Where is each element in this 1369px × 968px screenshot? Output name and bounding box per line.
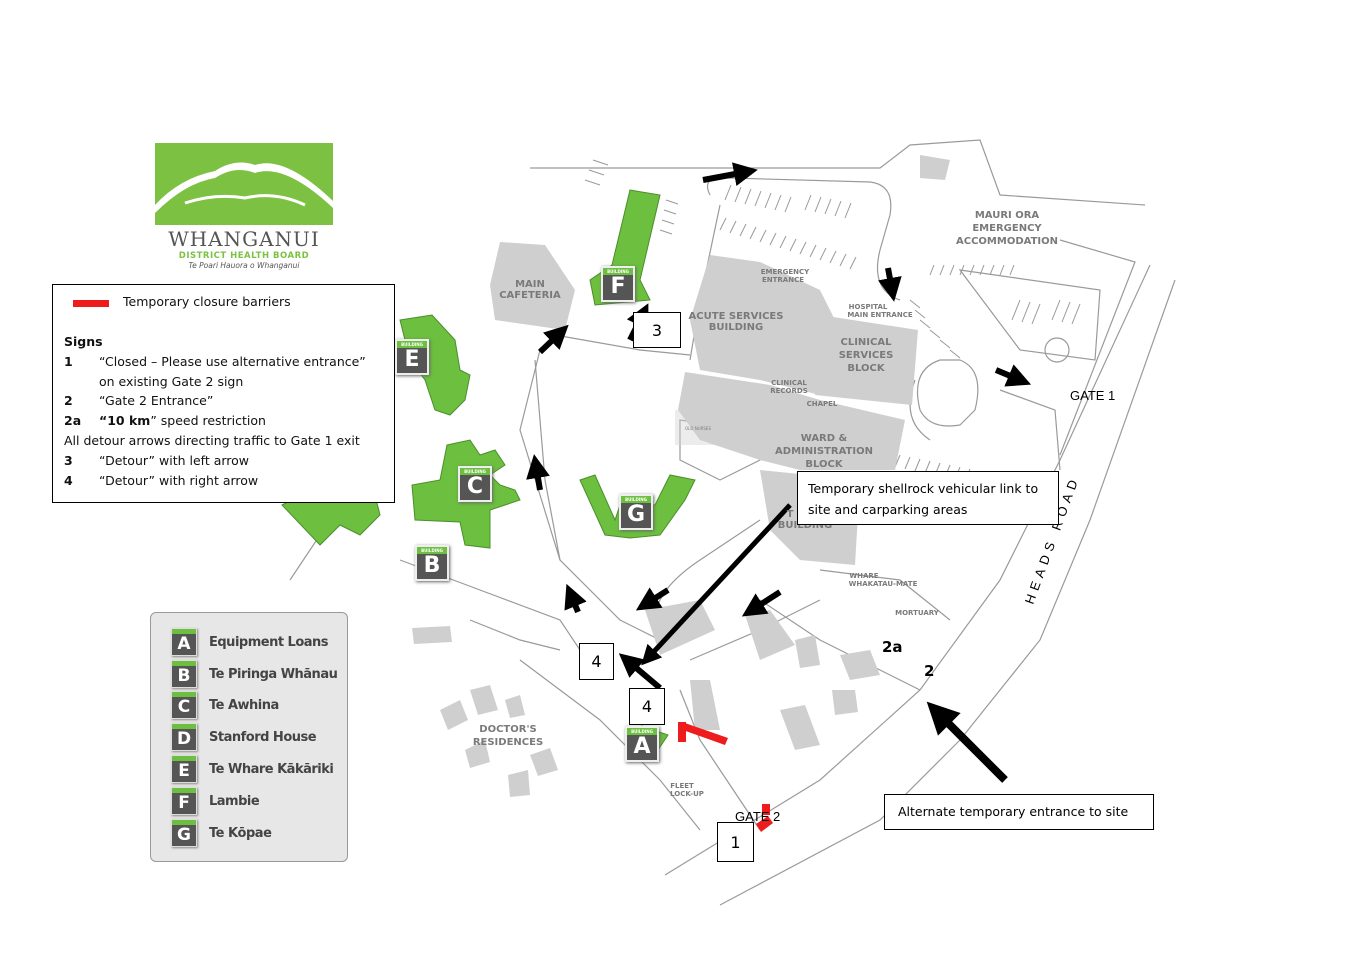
sign-box-4a: 4 — [579, 643, 614, 680]
svg-text:EMERGENCY: EMERGENCY — [972, 223, 1042, 234]
map-badge-c[interactable]: C — [458, 466, 492, 502]
svg-text:MAURI ORA: MAURI ORA — [975, 210, 1040, 221]
svg-text:FLEET: FLEET — [670, 782, 694, 790]
badge-icon: B — [171, 660, 197, 688]
svg-text:RESIDENCES: RESIDENCES — [473, 737, 543, 748]
detour-note: All detour arrows directing traffic to G… — [64, 433, 360, 448]
svg-text:BLOCK: BLOCK — [847, 363, 885, 374]
map-badge-g[interactable]: G — [619, 494, 653, 530]
svg-text:MAIN: MAIN — [515, 279, 545, 290]
svg-text:CAFETERIA: CAFETERIA — [499, 290, 561, 301]
logo-tagline: Te Poari Hauora o Whanganui — [188, 261, 300, 270]
arrow-cafeteria — [537, 324, 569, 355]
map-badge-f[interactable]: F — [601, 266, 635, 302]
arrow-main-entrance — [878, 267, 902, 302]
sign-3: 3“Detour” with left arrow — [64, 453, 250, 468]
svg-text:WHAKATAU-MATE: WHAKATAU-MATE — [849, 580, 918, 588]
barrier-label: Temporary closure barriers — [123, 294, 291, 309]
logo-name: WHANGANUI — [168, 227, 320, 251]
svg-text:HOSPITAL: HOSPITAL — [849, 303, 888, 311]
svg-text:ENTRANCE: ENTRANCE — [762, 276, 804, 284]
svg-text:T: T — [787, 509, 794, 520]
shellrock-pointer — [641, 503, 792, 666]
sign-1-cont: on existing Gate 2 sign — [99, 374, 244, 389]
svg-text:WARD &: WARD & — [801, 433, 848, 444]
svg-text:OLD NURSES: OLD NURSES — [685, 426, 711, 431]
logo-mountain-graphic — [155, 143, 333, 225]
map-badge-a[interactable]: A — [625, 726, 659, 762]
svg-text:DOCTOR'S: DOCTOR'S — [479, 724, 536, 735]
badge-icon: A — [171, 628, 197, 656]
closure-barriers — [678, 722, 773, 832]
badge-icon: D — [171, 723, 197, 751]
sign-1: 1“Closed – Please use alternative entran… — [64, 354, 366, 369]
arrow-lower-1 — [635, 587, 670, 611]
badge-icon: G — [171, 819, 197, 847]
arrow-top — [702, 162, 758, 186]
svg-text:EMERGENCY: EMERGENCY — [761, 268, 810, 276]
alternate-entrance-callout: Alternate temporary entrance to site — [884, 794, 1154, 830]
sign-4: 4“Detour” with right arrow — [64, 473, 259, 488]
svg-text:CLINICAL: CLINICAL — [771, 379, 807, 387]
sign-2a-label: 2a — [882, 638, 903, 656]
svg-text:ADMINISTRATION: ADMINISTRATION — [775, 446, 873, 457]
arrow-left-road — [564, 583, 587, 614]
arrow-gate1 — [994, 364, 1032, 387]
logo-subtitle: DISTRICT HEALTH BOARD — [178, 251, 310, 261]
badge-icon: F — [171, 787, 197, 815]
svg-text:CLINICAL: CLINICAL — [841, 337, 893, 348]
barrier-swatch — [73, 300, 109, 307]
shellrock-callout: Temporary shellrock vehicular link to si… — [797, 471, 1059, 525]
sign-2a: 2a“10 km” speed restriction — [64, 413, 266, 428]
sign-2: 2“Gate 2 Entrance” — [64, 393, 214, 408]
badge-icon: E — [171, 755, 197, 783]
gate2-label: GATE 2 — [735, 809, 780, 824]
svg-text:ACCOMMODATION: ACCOMMODATION — [956, 236, 1058, 247]
sign-box-3: 3 — [633, 312, 681, 348]
arrow-sign4 — [618, 653, 662, 691]
sign-box-4b: 4 — [629, 688, 665, 725]
map-badge-e[interactable]: E — [395, 339, 429, 375]
arrow-lower-2 — [741, 589, 782, 617]
whanganui-dhb-logo: WHANGANUI DISTRICT HEALTH BOARD Te Poari… — [155, 143, 333, 270]
svg-text:LOCK-UP: LOCK-UP — [670, 790, 704, 798]
svg-text:BUILDING: BUILDING — [778, 520, 832, 531]
sign-2-label: 2 — [924, 662, 934, 680]
sign-box-1: 1 — [717, 822, 754, 862]
map-badge-b[interactable]: B — [415, 545, 449, 581]
svg-text:MORTUARY: MORTUARY — [895, 609, 940, 617]
svg-text:SERVICES: SERVICES — [839, 350, 894, 361]
arrow-up — [526, 454, 550, 491]
signs-heading: Signs — [64, 334, 103, 349]
svg-text:CHAPEL: CHAPEL — [807, 400, 838, 408]
gate1-label: GATE 1 — [1070, 388, 1115, 403]
legend-box: Temporary closure barriers Signs 1“Close… — [52, 284, 395, 503]
parking-areas — [584, 159, 1081, 482]
alternate-entrance-arrow — [926, 701, 1008, 783]
svg-text:BUILDING: BUILDING — [709, 322, 763, 333]
detour-arrows — [526, 162, 1032, 783]
svg-text:MAIN ENTRANCE: MAIN ENTRANCE — [847, 311, 913, 319]
badge-icon: C — [171, 691, 197, 719]
svg-text:BLOCK: BLOCK — [805, 459, 843, 470]
svg-text:RECORDS: RECORDS — [770, 387, 808, 395]
svg-text:WHARE: WHARE — [849, 572, 878, 580]
svg-text:ACUTE SERVICES: ACUTE SERVICES — [689, 311, 784, 322]
